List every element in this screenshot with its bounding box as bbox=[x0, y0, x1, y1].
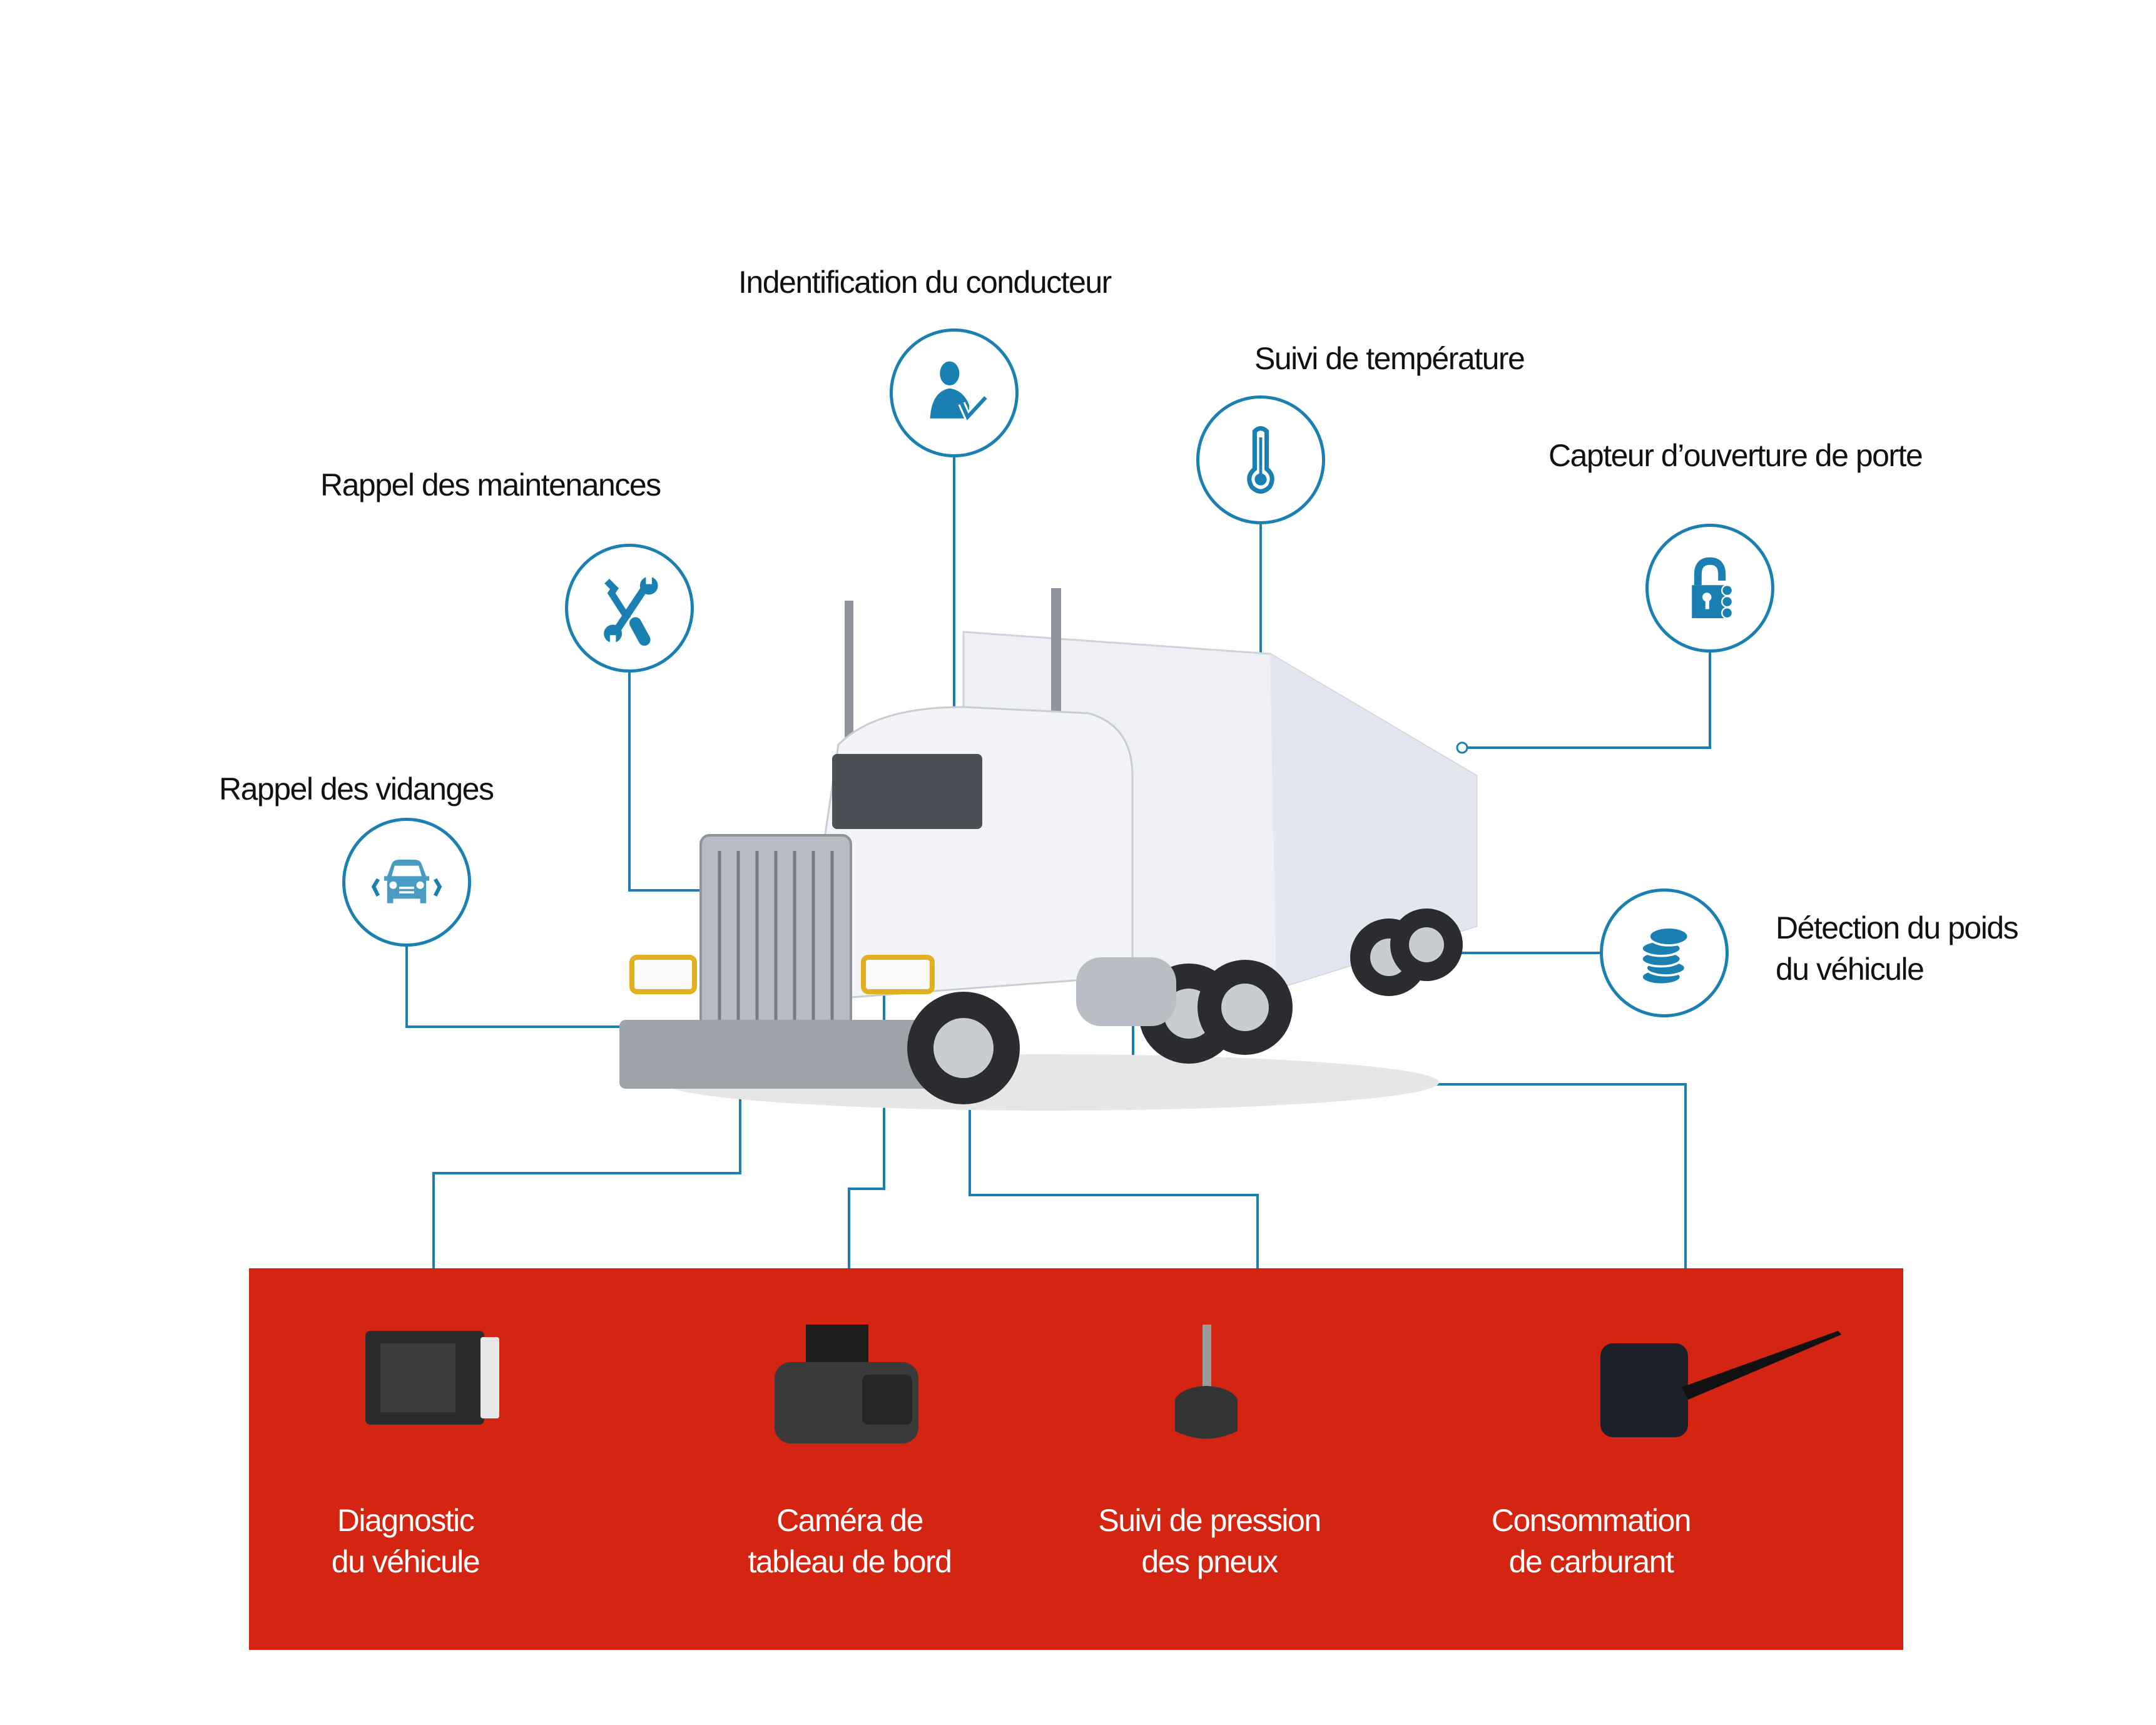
label-weight-line1: Détection du poids bbox=[1776, 910, 2019, 945]
temperature-circle bbox=[1196, 395, 1325, 524]
label-driver-id: Indentification du conducteur bbox=[738, 265, 1112, 300]
tire-sensor-icon bbox=[1175, 1325, 1238, 1439]
wrench-screwdriver-icon bbox=[604, 573, 658, 646]
device-dashcam-line1: Caméra de bbox=[776, 1503, 923, 1538]
device-diagnostic-line1: Diagnostic bbox=[337, 1503, 475, 1538]
truck-illustration bbox=[619, 588, 1478, 1111]
dashcam-icon bbox=[775, 1325, 918, 1443]
devices-panel: Diagnostic du véhicule Caméra de tableau… bbox=[249, 1268, 1903, 1650]
thermometer-icon bbox=[1247, 426, 1274, 494]
label-oil-change: Rappel des vidanges bbox=[219, 771, 494, 807]
device-dashcam-line2: tableau de bord bbox=[748, 1544, 952, 1579]
driver-id-circle bbox=[890, 328, 1019, 457]
label-maintenance: Rappel des maintenances bbox=[320, 467, 661, 502]
device-diagnostic-line2: du véhicule bbox=[331, 1544, 481, 1579]
driver-check-icon bbox=[930, 361, 989, 424]
label-temperature: Suivi de température bbox=[1254, 341, 1525, 376]
label-door-sensor: Capteur d’ouverture de porte bbox=[1548, 438, 1923, 473]
device-fuel-line1: Consommation bbox=[1491, 1503, 1692, 1538]
weight-circle bbox=[1600, 888, 1729, 1017]
padlock-icon bbox=[1692, 557, 1734, 619]
device-tire-line2: des pneux bbox=[1141, 1544, 1278, 1579]
coin-stack-icon bbox=[1640, 926, 1690, 986]
device-fuel-line2: de carburant bbox=[1508, 1544, 1674, 1579]
fuel-sensor-icon bbox=[1600, 1331, 1841, 1437]
device-tire-line1: Suivi de pression bbox=[1098, 1503, 1321, 1538]
label-weight-line2: du véhicule bbox=[1776, 952, 1925, 987]
maintenance-circle bbox=[565, 544, 694, 673]
door-sensor-circle bbox=[1645, 524, 1774, 653]
oil-change-circle bbox=[342, 818, 471, 947]
car-icon bbox=[371, 860, 442, 903]
obd-dongle-icon bbox=[365, 1331, 499, 1425]
